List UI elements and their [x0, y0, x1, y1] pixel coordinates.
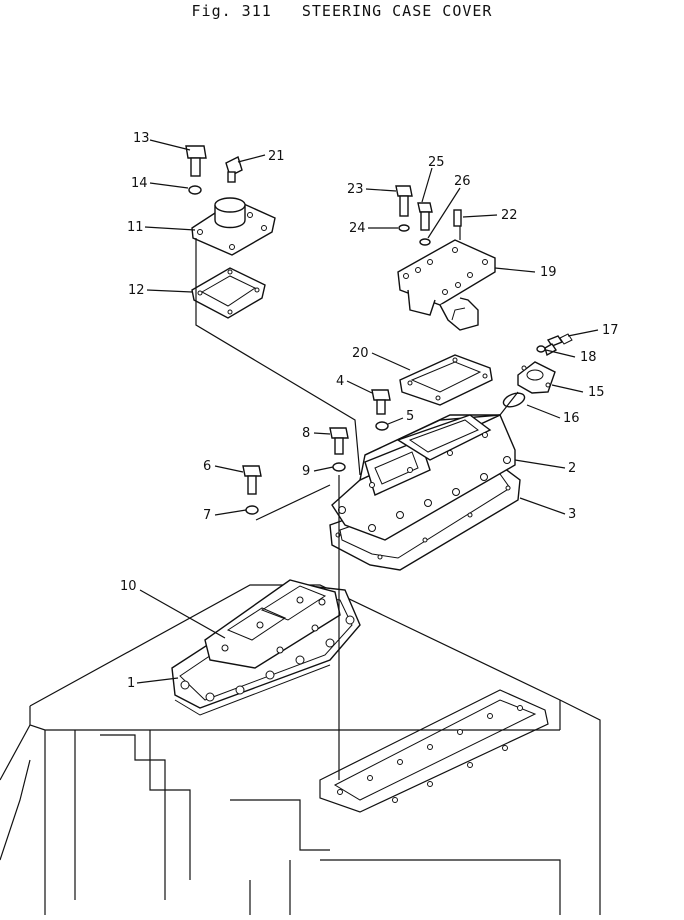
- callout-22: 22: [501, 208, 518, 223]
- callout-9: 9: [302, 464, 310, 479]
- callout-10: 10: [120, 579, 137, 594]
- callout-17: 17: [602, 323, 619, 338]
- callout-3: 3: [568, 507, 576, 522]
- installed-cover-10: [171, 579, 361, 716]
- bolt-13: [185, 145, 207, 177]
- elbow-15: [517, 361, 556, 394]
- callout-4: 4: [336, 374, 344, 389]
- callout-18: 18: [580, 350, 597, 365]
- gasket-12: [191, 267, 266, 319]
- callout-8: 8: [302, 426, 310, 441]
- callout-26: 26: [454, 174, 471, 189]
- callout-labels: 13 21 14 11 12 25 26 23 24 22 19 20 17 1…: [120, 131, 619, 691]
- washer-26: [419, 238, 431, 246]
- washer-18: [536, 345, 546, 353]
- bolt-4: [371, 389, 391, 415]
- breather-21: [225, 156, 243, 183]
- callout-1: 1: [127, 676, 135, 691]
- bolt-23: [395, 185, 413, 217]
- callout-2: 2: [568, 461, 576, 476]
- cover-19: [397, 239, 496, 331]
- washer-7: [245, 505, 259, 515]
- bolt-25: [417, 202, 433, 231]
- callout-23: 23: [347, 182, 364, 197]
- callout-25: 25: [428, 155, 445, 170]
- callout-24: 24: [349, 221, 366, 236]
- callout-12: 12: [128, 283, 145, 298]
- callout-13: 13: [133, 131, 150, 146]
- washer-14: [188, 185, 202, 195]
- callout-19: 19: [540, 265, 557, 280]
- callout-6: 6: [203, 459, 211, 474]
- gasket-20: [399, 354, 493, 406]
- washer-9: [332, 462, 346, 472]
- cover-11: [191, 197, 276, 256]
- callout-20: 20: [352, 346, 369, 361]
- bolt-8: [329, 427, 349, 455]
- washer-5: [375, 421, 389, 431]
- mounting-hole-row: [337, 705, 523, 803]
- callout-16: 16: [563, 411, 580, 426]
- bolt-6: [242, 465, 262, 495]
- o-ring-16: [502, 392, 526, 408]
- machine-body: [0, 584, 601, 915]
- callout-7: 7: [203, 508, 211, 523]
- assembly-lines: [195, 226, 519, 780]
- callout-21: 21: [268, 149, 285, 164]
- callout-5: 5: [406, 409, 414, 424]
- callout-15: 15: [588, 385, 605, 400]
- cover-2: [331, 414, 516, 541]
- callout-11: 11: [127, 220, 144, 235]
- leader-lines: [136, 139, 599, 684]
- callout-14: 14: [131, 176, 148, 191]
- figure-title: Fig. 311 STEERING CASE COVER: [191, 2, 493, 20]
- pin-22: [453, 209, 462, 227]
- washer-24: [398, 224, 410, 232]
- bolt-17: [544, 333, 573, 357]
